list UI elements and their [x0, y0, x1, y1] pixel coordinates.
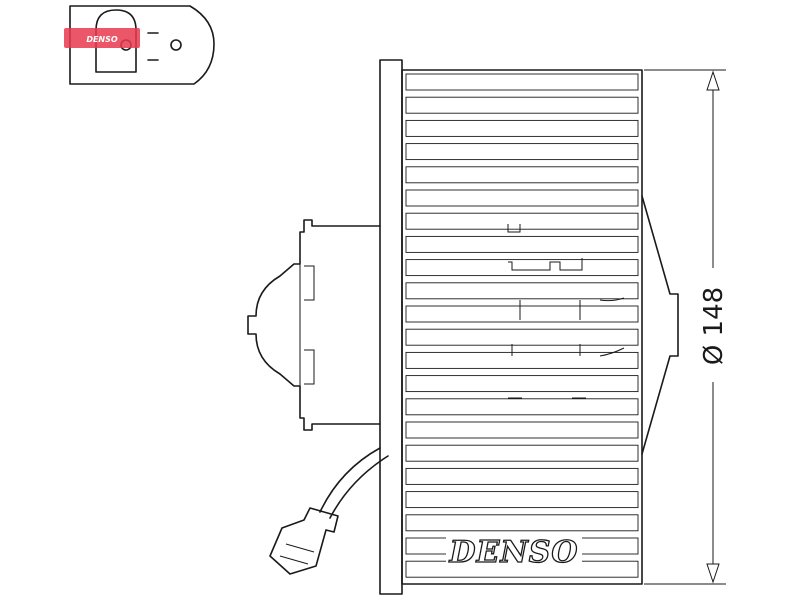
mounting-flange	[379, 59, 403, 595]
svg-text:DENSO: DENSO	[86, 35, 118, 44]
diameter-dimension: Ø 148	[644, 69, 729, 585]
wheel-blade-slot	[405, 375, 639, 393]
brand-logo: DENSO	[64, 28, 140, 48]
wheel-blade-slot	[405, 96, 639, 114]
wheel-blade-slot	[405, 491, 639, 509]
brand-label: DENSO	[446, 534, 582, 571]
wheel-blade-slot	[405, 398, 639, 416]
wheel-blade-slot	[405, 259, 639, 277]
wheel-blade-slot	[405, 467, 639, 485]
wheel-blade-slot	[405, 328, 639, 346]
wheel-blade-slot	[405, 421, 639, 439]
end-cap	[641, 195, 679, 455]
wire-harness	[269, 447, 389, 575]
wheel-blade-slot	[405, 282, 639, 300]
wheel-blade-slot	[405, 73, 639, 91]
wheel-blade-slot	[405, 119, 639, 137]
wheel-blade-slot	[405, 166, 639, 184]
wheel-blade-slot	[405, 189, 639, 207]
svg-text:DENSO: DENSO	[448, 535, 578, 570]
diameter-label: Ø 148	[699, 287, 729, 365]
wheel-blade-slot	[405, 212, 639, 230]
wheel-blade-slot	[405, 444, 639, 462]
wheel-blade-slot	[405, 305, 639, 323]
wheel-blade-slot	[405, 351, 639, 369]
blower-wheel	[401, 69, 643, 585]
wheel-blade-slot	[405, 235, 639, 253]
motor-housing	[247, 219, 381, 431]
wheel-blade-slot	[405, 143, 639, 161]
wheel-blade-slot	[405, 514, 639, 532]
wheel-blades	[405, 73, 639, 578]
